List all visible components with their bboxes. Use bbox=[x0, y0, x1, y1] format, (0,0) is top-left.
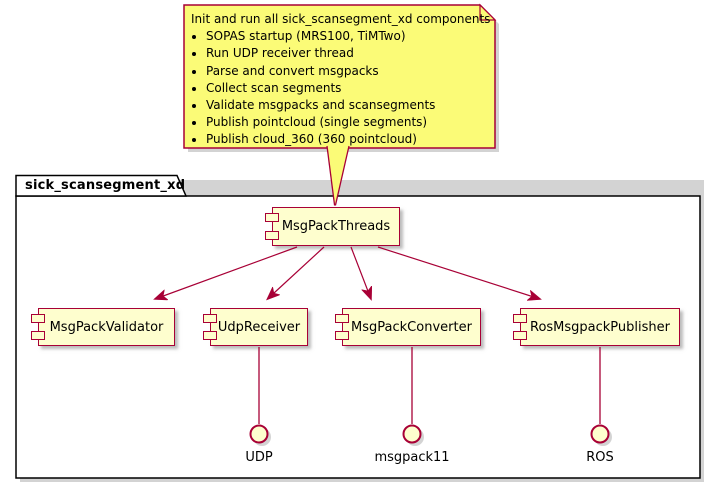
note-bullet: SOPAS startup (MRS100, TiMTwo) bbox=[206, 28, 487, 45]
component-msgpackvalidator: MsgPackValidator bbox=[30, 308, 175, 346]
component-port-icon bbox=[30, 331, 45, 340]
component-rosmsgpackpublisher: RosMsgpackPublisher bbox=[512, 308, 680, 346]
interface-label-udp: UDP bbox=[245, 450, 273, 465]
component-port-icon bbox=[512, 331, 527, 340]
note-bullet: Run UDP receiver thread bbox=[206, 45, 487, 62]
note-bullet-list: SOPAS startup (MRS100, TiMTwo) Run UDP r… bbox=[191, 28, 487, 148]
component-label: MsgPackValidator bbox=[49, 319, 164, 335]
package-title: sick_scansegment_xd bbox=[25, 178, 186, 193]
note-title: Init and run all sick_scansegment_xd com… bbox=[191, 12, 491, 26]
component-label: MsgPackThreads bbox=[281, 219, 391, 234]
interface-label-msgpack11: msgpack11 bbox=[374, 450, 450, 465]
component-port-icon bbox=[334, 314, 349, 323]
component-label: UdpReceiver bbox=[217, 319, 301, 335]
component-port-icon bbox=[334, 331, 349, 340]
component-port-icon bbox=[512, 314, 527, 323]
component-udpreceiver: UdpReceiver bbox=[202, 308, 308, 346]
note-bullet: Parse and convert msgpacks bbox=[206, 63, 487, 80]
note: Init and run all sick_scansegment_xd com… bbox=[184, 5, 495, 148]
note-body bbox=[183, 4, 496, 149]
component-label: RosMsgpackPublisher bbox=[530, 319, 670, 335]
package-tab bbox=[15, 174, 188, 197]
component-msgpackthreads: MsgPackThreads bbox=[264, 207, 400, 246]
component-port-icon bbox=[202, 331, 217, 340]
note-bullet: Validate msgpacks and scansegments bbox=[206, 97, 487, 114]
interface-label-ros: ROS bbox=[586, 450, 614, 465]
note-bullet: Collect scan segments bbox=[206, 80, 487, 97]
component-port-icon bbox=[264, 213, 279, 222]
component-port-icon bbox=[264, 231, 279, 240]
component-port-icon bbox=[202, 314, 217, 323]
note-fold-icon bbox=[479, 3, 497, 21]
component-msgpackconverter: MsgPackConverter bbox=[334, 308, 481, 346]
note-bullet: Publish cloud_360 (360 pointcloud) bbox=[206, 131, 487, 148]
note-bullet: Publish pointcloud (single segments) bbox=[206, 114, 487, 131]
component-label: MsgPackConverter bbox=[351, 319, 472, 335]
component-port-icon bbox=[30, 314, 45, 323]
